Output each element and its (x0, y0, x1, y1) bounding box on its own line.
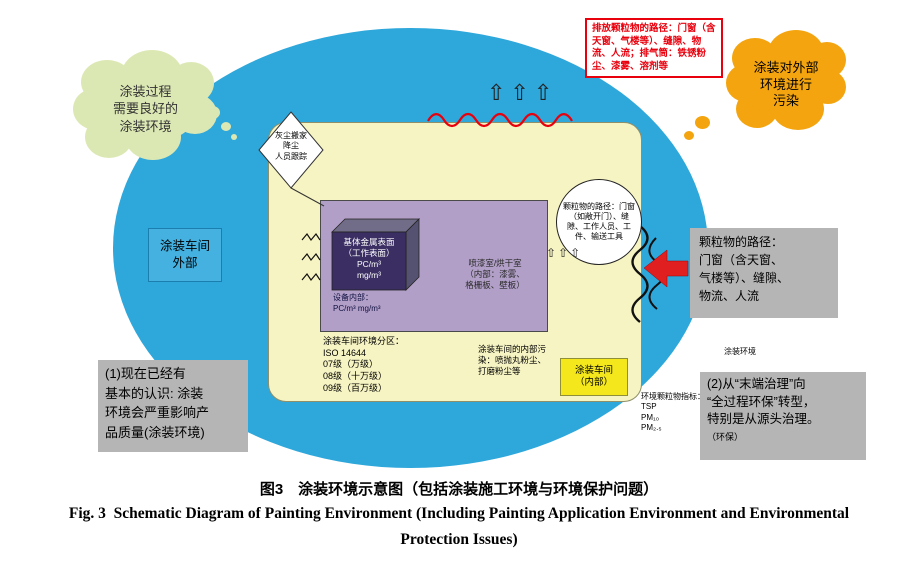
workshop-inner-badge: 涂装车间 （内部） (560, 358, 628, 396)
substrate-box-label: 基体金属表面 （工作表面） PC/m³ mg/m³ (343, 237, 395, 281)
equipment-interior-note: 设备内部： PC/m³ mg/m³ (333, 293, 381, 313)
good-environment-cloud-text: 涂装过程 需要良好的 涂装环境 (112, 83, 178, 134)
particle-path-note: 颗粒物的路径： 门窗（含天窗、 气楼等）、缝隙、 物流、人流 (690, 228, 838, 318)
good-environment-cloud: 涂装过程 需要良好的 涂装环境 (73, 50, 218, 168)
figure-caption-en-line1: Fig. 3 Schematic Diagram of Painting Env… (68, 505, 850, 522)
pollution-cloud-text: 涂装对外部 环境进行 污染 (753, 59, 819, 109)
thought-bubble (205, 106, 220, 119)
cloud-bump (91, 72, 199, 144)
cloud-bump (738, 48, 834, 116)
transition-note-tag: （环保） (707, 431, 744, 442)
transition-note-box: (2)从“末端治理”向 “全过程环保”转型， 特别是从源头治理。 （环保） (700, 372, 866, 460)
environment-particle-metrics: 环境颗粒物指标： TSP PM₁₀ PM₂.₅ (641, 392, 705, 433)
figure-caption-cn: 图3 涂装环境示意图（包括涂装施工环境与环境保护问题） (259, 481, 659, 498)
recognition-note-box: (1)现在已经有 基本的认识: 涂装 环境会严重影响产 品质量(涂装环境) (98, 360, 248, 452)
internal-pollution-note: 涂装车间的内部污 染：喷抛丸粉尘、 打磨粉尘等 (478, 344, 547, 377)
pollution-cloud: 涂装对外部 环境进行 污染 (726, 30, 846, 140)
emission-path-note: 排放颗粒物的路径：门窗（含天窗、气楼等）、缝隙、物流、人流；排气筒：铁锈粉尘、漆… (585, 18, 723, 79)
painting-environment-label: 涂装环境 (724, 347, 756, 356)
workshop-outside-label: 涂装车间 外部 (148, 228, 222, 282)
particle-path-circle: 颗粒物的路径：门窗（如敞开门）、缝隙、工作人员、工件、输送工具 (556, 179, 642, 265)
figure-caption-en-line2: Protection Issues) (400, 531, 518, 548)
big-up-arrows-icon: ⇧⇧⇧ (487, 80, 558, 105)
small-up-arrows-icon: ⇧⇧⇧ (546, 246, 583, 260)
thought-bubble (221, 122, 231, 131)
spray-room-note: 喷漆室/烘干室 （内部：漆雾、 格栅板、壁板） (465, 258, 525, 291)
workshop-zoning-note: 涂装车间环境分区： ISO 14644 07级（万级） 08级（十万级） 09级… (323, 336, 405, 393)
transition-note-text: (2)从“末端治理”向 “全过程环保”转型， 特别是从源头治理。 (707, 377, 820, 426)
dust-diamond-label: 灰尘搬家 降尘 人员跟踪 (275, 131, 307, 161)
thought-bubble (231, 134, 237, 140)
thought-bubble (695, 116, 710, 129)
thought-bubble (684, 131, 694, 140)
